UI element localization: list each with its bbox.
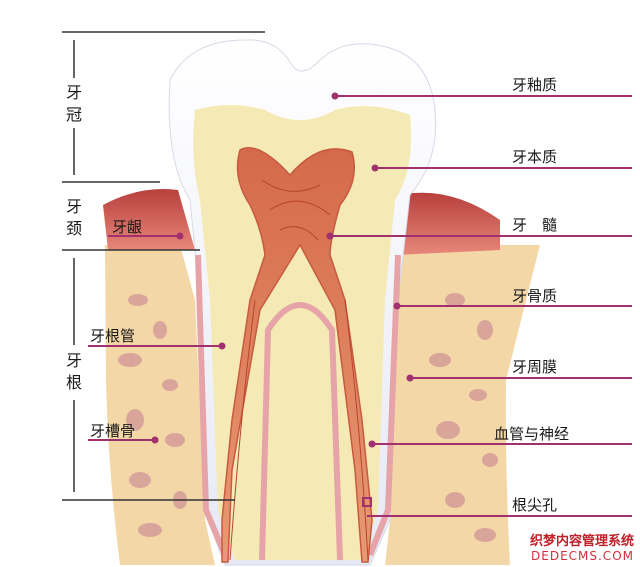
watermark-line2: DEDECMS.COM <box>531 549 634 563</box>
gum-right <box>395 192 500 255</box>
label-pulp: 牙 髓 <box>512 216 558 234</box>
label-root: 牙根 <box>64 350 84 394</box>
leader-dots <box>151 92 414 507</box>
pulp-vessels <box>229 179 369 561</box>
pulp-chamber <box>221 147 373 563</box>
watermark: 织梦内容管理系统 DEDECMS.COM <box>529 534 634 564</box>
label-neck: 牙颈 <box>64 196 84 240</box>
label-vessels-nerves: 血管与神经 <box>494 425 570 443</box>
label-crown-text: 牙冠 <box>65 83 82 124</box>
inner-root-outline <box>259 302 343 561</box>
label-dentin: 牙本质 <box>512 148 558 166</box>
label-root-canal: 牙根管 <box>90 327 136 345</box>
label-periodontium: 牙周膜 <box>512 358 558 376</box>
label-cementum: 牙骨质 <box>512 287 558 305</box>
label-gingiva: 牙龈 <box>112 218 143 236</box>
label-apical-foramen: 根尖孔 <box>512 496 558 514</box>
alveolar-bone-area <box>105 245 540 565</box>
label-neck-text: 牙颈 <box>65 197 82 238</box>
label-alveolar-bone: 牙槽骨 <box>90 422 136 440</box>
watermark-line1: 织梦内容管理系统 <box>529 534 634 549</box>
gum-left <box>103 189 195 250</box>
periodontal-outline <box>195 254 401 557</box>
region-brackets <box>62 31 265 501</box>
leader-lines <box>88 95 632 517</box>
label-enamel: 牙釉质 <box>512 76 558 94</box>
label-root-text: 牙根 <box>65 351 82 392</box>
label-crown: 牙冠 <box>64 82 84 126</box>
